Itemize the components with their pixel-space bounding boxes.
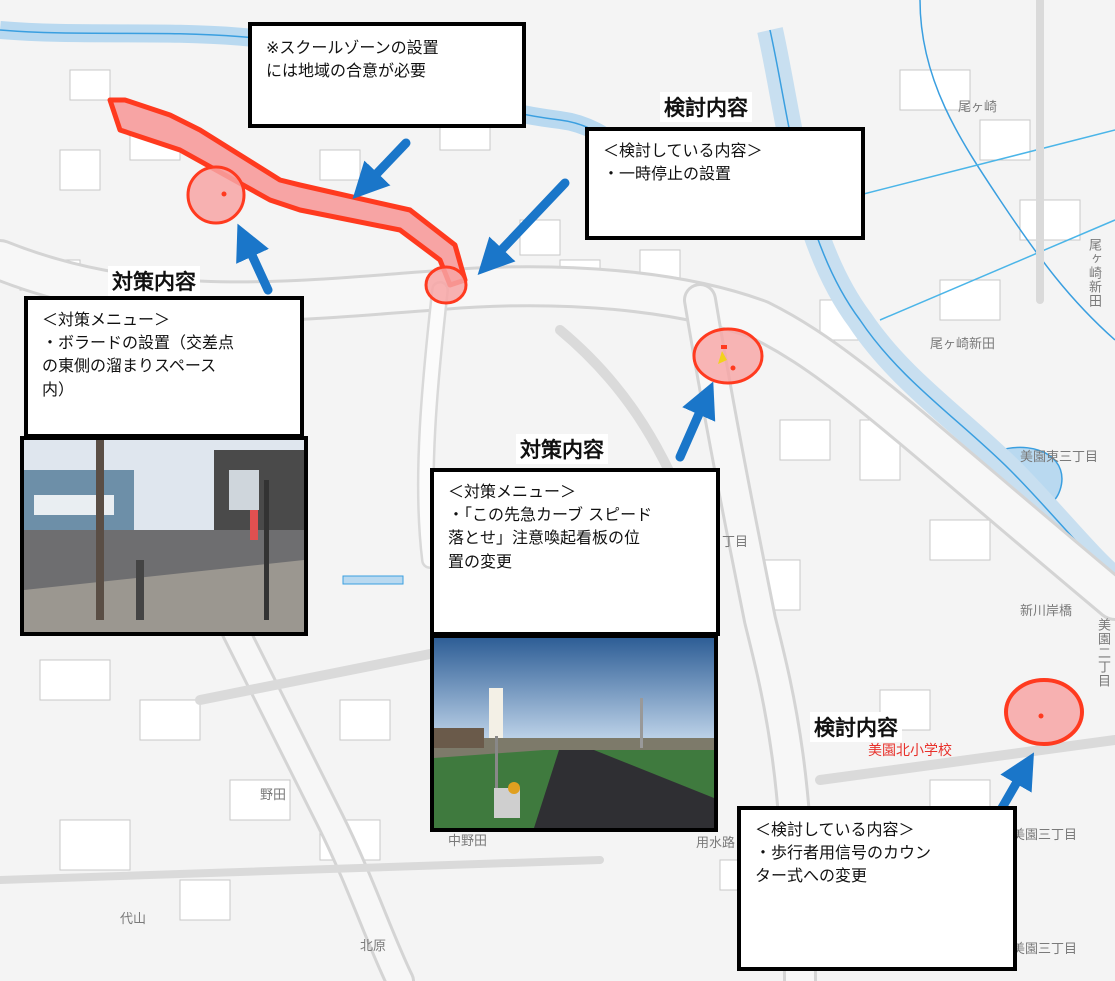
photo-bollard-site	[20, 436, 308, 636]
review-box-2-line-2: ター式への変更	[755, 866, 868, 886]
review-box-1-subheading: ＜検討している内容＞	[603, 141, 763, 160]
place-label-onogasaki-vertical: 尾ヶ崎新田	[1086, 238, 1101, 308]
school-zone-note-line-2: には地域の合意が必要	[266, 61, 427, 81]
photo-bollard-image	[24, 440, 304, 632]
measure-box-1: ＜対策メニュー＞ ・ボラードの設置（交差点 の東側の溜まりスペース 内）	[24, 296, 304, 438]
place-label-waterway: 用水路	[696, 836, 736, 851]
small-water	[342, 575, 404, 585]
review-box-2-subheading: ＜検討している内容＞	[755, 820, 915, 839]
school-zone-note: ※スクールゾーンの設置 には地域の合意が必要	[248, 22, 526, 128]
measure-heading-1: 対策内容	[108, 266, 200, 296]
place-label-misono-3: 美園三丁目	[1012, 828, 1078, 843]
place-label-shinkawa-bridge: 新川岸橋	[1020, 604, 1073, 619]
measure-box-2-line-1: ・「この先急カーブ スピード	[448, 505, 653, 525]
place-label-nakanoda: 中野田	[448, 834, 488, 849]
place-label-noda: 野田	[260, 788, 287, 803]
place-label-onogasaki-shinden: 尾ヶ崎新田	[930, 337, 996, 352]
place-label-chome: 丁目	[722, 535, 749, 550]
review-box-2: ＜検討している内容＞ ・歩行者用信号のカウン ター式への変更	[737, 806, 1017, 971]
stream-3	[879, 219, 1115, 321]
review-heading-2: 検討内容	[810, 712, 902, 742]
place-label-daiyama: 代山	[120, 912, 147, 927]
photo-warning-sign-site	[430, 634, 718, 832]
place-label-misono-vertical: 美園二丁目	[1095, 618, 1110, 688]
stream	[919, 0, 1115, 341]
measure-box-1-line-2: の東側の溜まりスペース	[42, 356, 217, 376]
review-box-1: ＜検討している内容＞ ・一時停止の設置	[585, 127, 865, 240]
stream-2	[839, 129, 1115, 201]
place-label-onogasaki: 尾ヶ崎	[958, 100, 998, 115]
highlight-circles	[186, 165, 1084, 746]
review-box-1-line-1: ・一時停止の設置	[603, 164, 732, 184]
photo-warning-sign-image	[434, 638, 714, 828]
place-label-misono-higashi: 美園東三丁目	[1020, 450, 1099, 465]
place-label-kitahara: 北原	[360, 939, 387, 954]
measure-box-2-line-2: 落とせ」注意喚起看板の位	[448, 528, 641, 548]
measure-box-1-subheading: ＜対策メニュー＞	[42, 310, 171, 329]
measure-box-1-line-1: ・ボラードの設置（交差点	[42, 333, 235, 353]
review-box-2-line-1: ・歩行者用信号のカウン	[755, 843, 932, 863]
measure-box-2: ＜対策メニュー＞ ・「この先急カーブ スピード 落とせ」注意喚起看板の位 置の変…	[430, 468, 720, 636]
measure-heading-2: 対策内容	[516, 434, 608, 464]
place-label-misono-3b: 美園三丁目	[1012, 942, 1078, 957]
school-zone-note-line-1: ※スクールゾーンの設置	[266, 38, 439, 57]
measure-box-1-line-3: 内）	[42, 379, 75, 399]
review-heading-1: 検討内容	[660, 92, 752, 122]
place-label-school: 美園北小学校	[868, 743, 952, 759]
measure-box-2-subheading: ＜対策メニュー＞	[448, 482, 577, 501]
measure-box-2-line-3: 置の変更	[448, 551, 513, 571]
